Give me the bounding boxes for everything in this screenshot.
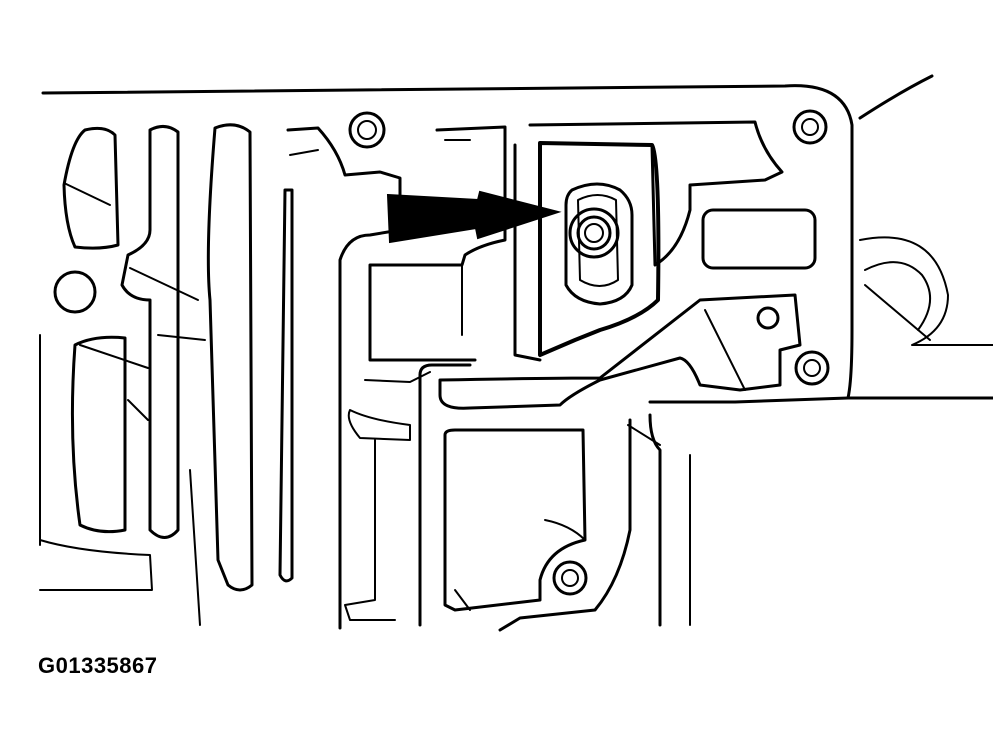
- round-port-with-plug: [568, 207, 620, 259]
- port-housing: [564, 182, 634, 306]
- right-passages: [418, 109, 830, 632]
- valve-plate: [513, 120, 784, 362]
- casting-outline: [41, 74, 993, 404]
- upper-ports: [286, 111, 507, 630]
- figure-id-label: G01335867: [38, 653, 158, 678]
- pointer-arrow: [386, 190, 562, 244]
- left-passages: [39, 123, 294, 626]
